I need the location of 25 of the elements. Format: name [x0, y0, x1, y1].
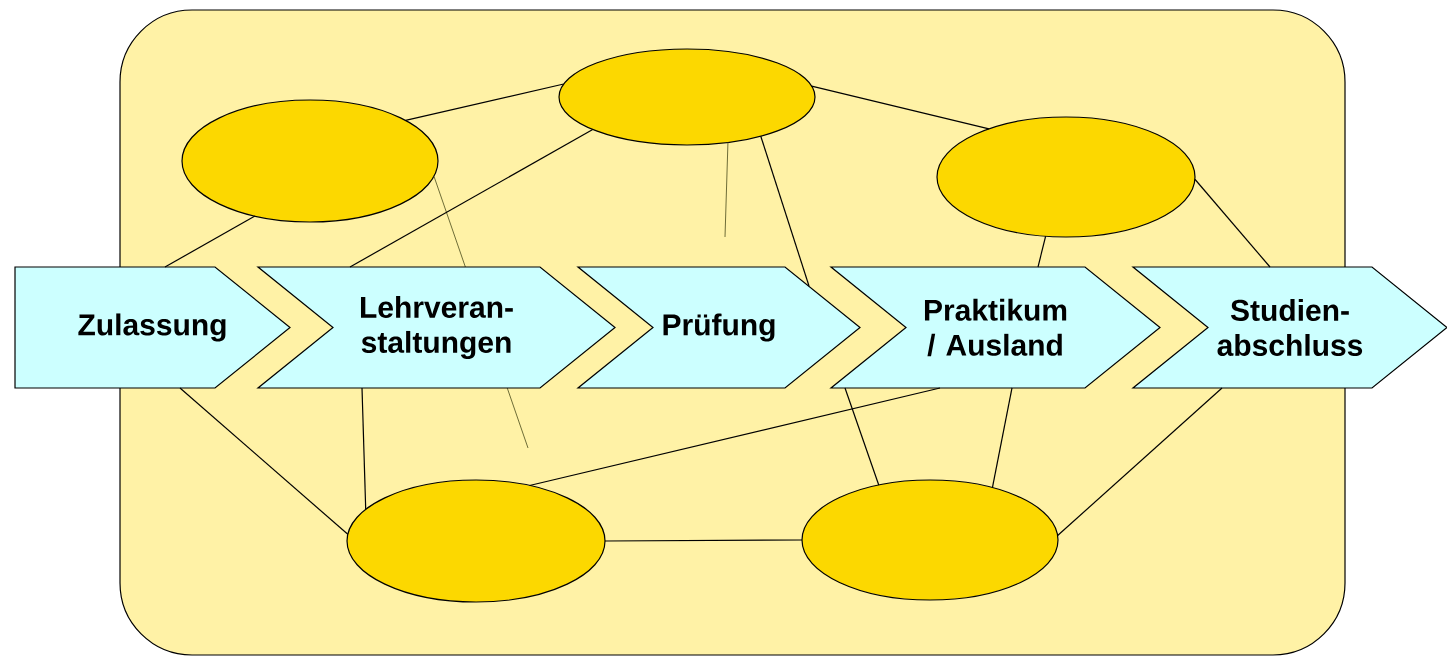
chevron-box: Zulassung — [14, 266, 291, 389]
chevron-box: Prüfung — [576, 266, 861, 389]
connector-line — [991, 387, 1013, 489]
chevron-box: Lehrveran- staltungen — [256, 266, 616, 389]
connector-line — [1037, 235, 1047, 268]
connector-line — [404, 83, 565, 121]
connector-line — [724, 142, 729, 238]
connector-line — [349, 128, 594, 268]
ellipse — [801, 479, 1059, 601]
connector-line — [1194, 178, 1271, 268]
connector-line — [1057, 387, 1223, 537]
connector-line — [760, 135, 810, 287]
connector-line — [179, 387, 349, 535]
chevron-box: Praktikum / Ausland — [829, 266, 1161, 389]
connector-line — [361, 387, 367, 510]
connector-line — [844, 387, 880, 486]
chevron-box: Studien- abschluss — [1131, 266, 1447, 389]
connector-line — [164, 215, 256, 268]
connector-line — [604, 539, 803, 542]
ellipse — [558, 48, 816, 146]
ellipse — [346, 479, 606, 603]
connector-line — [529, 387, 941, 487]
connector-line — [811, 85, 990, 130]
ellipse — [181, 99, 439, 223]
ellipse — [936, 116, 1196, 238]
